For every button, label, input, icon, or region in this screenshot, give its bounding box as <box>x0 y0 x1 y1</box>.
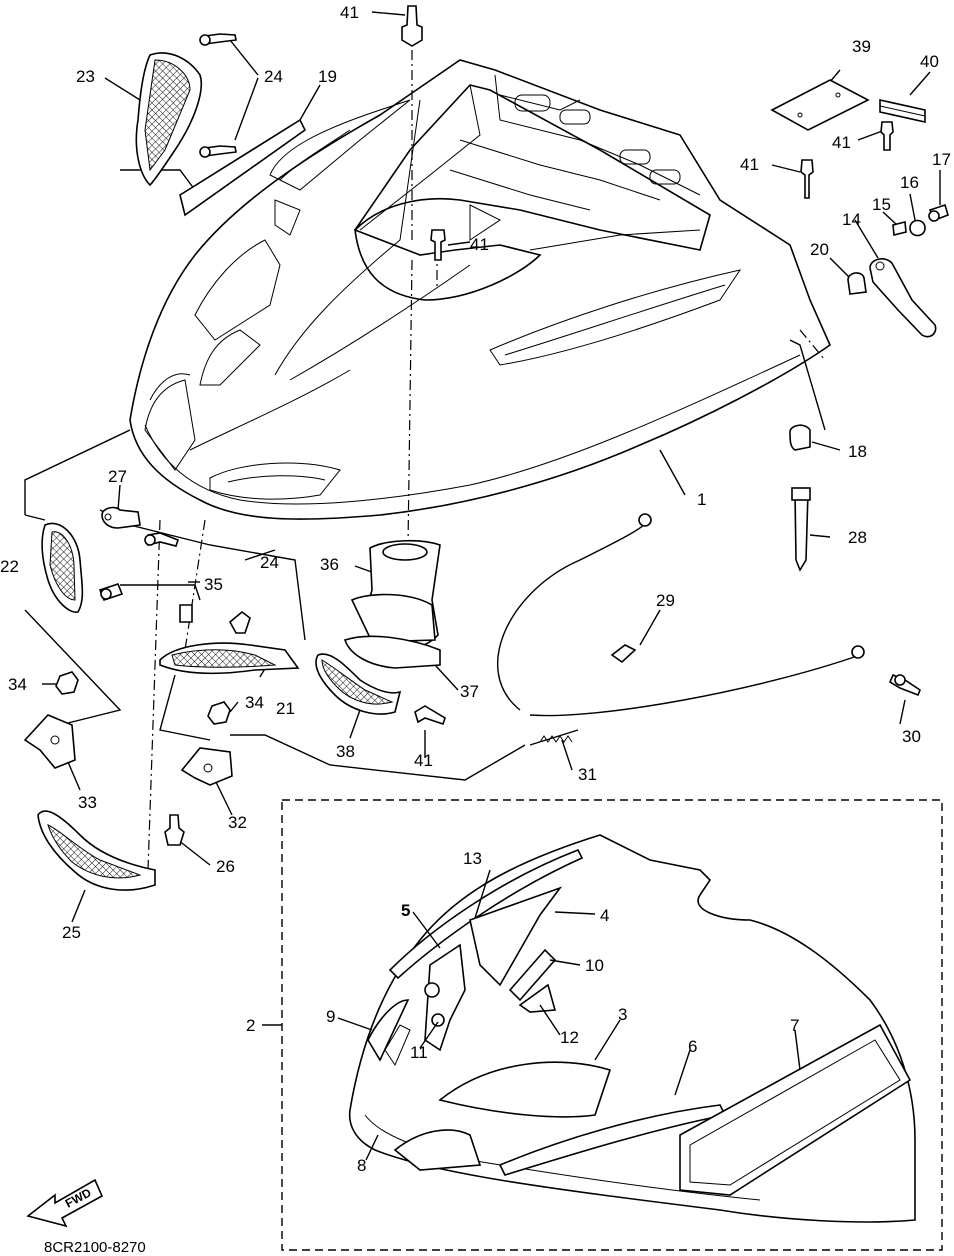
callout-26: 26 <box>216 857 235 876</box>
callout-labels: 41 23 24 19 39 40 41 41 17 16 15 14 20 4… <box>0 3 951 1175</box>
deflector-23 <box>135 52 203 187</box>
bolt-17 <box>928 203 949 222</box>
decal-3 <box>438 1061 612 1118</box>
callout-18: 18 <box>848 442 867 461</box>
callout-12: 12 <box>560 1028 579 1047</box>
rivet-41-lower <box>414 705 446 726</box>
washer-16 <box>909 219 926 237</box>
callout-30: 30 <box>902 727 921 746</box>
callout-19: 19 <box>318 67 337 86</box>
callout-31: 31 <box>578 765 597 784</box>
callout-35: 35 <box>204 575 223 594</box>
decal-4 <box>469 886 563 987</box>
callout-33: 33 <box>78 793 97 812</box>
callout-20: 20 <box>810 240 829 259</box>
bolt-35 <box>98 583 124 601</box>
grille-25 <box>37 810 156 891</box>
callout-21: 21 <box>276 699 295 718</box>
callout-7: 7 <box>790 1016 799 1035</box>
cable-29 <box>610 513 921 697</box>
callout-41: 41 <box>832 133 851 152</box>
callout-16: 16 <box>900 173 919 192</box>
callout-23: 23 <box>76 67 95 86</box>
callout-34: 34 <box>8 675 27 694</box>
arm-14 <box>869 258 937 338</box>
decal-leaders <box>262 869 801 1161</box>
decal-7 <box>679 1023 912 1196</box>
bracket-32 <box>180 747 233 786</box>
cable-tie-28 <box>791 487 811 572</box>
callout-1: 1 <box>697 490 706 509</box>
callout-11: 11 <box>410 1043 428 1062</box>
decal-5-11 <box>424 943 466 1052</box>
rivet-26 <box>164 814 185 846</box>
callout-24: 24 <box>264 67 283 86</box>
rivet-41-top <box>401 5 423 47</box>
callout-39: 39 <box>852 37 871 56</box>
callout-34: 34 <box>245 693 264 712</box>
callout-10: 10 <box>585 956 604 975</box>
screw-24-lower <box>179 604 251 634</box>
leader-lines <box>24 11 941 923</box>
callout-36: 36 <box>320 555 339 574</box>
callout-41: 41 <box>340 3 359 22</box>
rivet-41-center <box>430 229 446 261</box>
callout-40: 40 <box>920 52 939 71</box>
nut-34-left <box>55 671 79 695</box>
callout-27: 27 <box>108 467 127 486</box>
callout-29: 29 <box>656 591 675 610</box>
screw-24-middle <box>144 532 179 547</box>
bushing-15 <box>892 220 907 237</box>
duct-36 <box>350 539 441 650</box>
decal-9 <box>367 999 411 1067</box>
callout-24: 24 <box>260 553 279 572</box>
callout-22: 22 <box>0 557 19 576</box>
rivets-41-right <box>800 121 894 199</box>
bracket-33 <box>23 714 76 769</box>
callout-37: 37 <box>460 682 479 701</box>
callout-9: 9 <box>326 1007 335 1026</box>
clip-18 <box>789 424 811 451</box>
callout-4: 4 <box>600 906 609 925</box>
callout-3: 3 <box>618 1005 627 1024</box>
callout-15: 15 <box>872 195 891 214</box>
decal-10 <box>508 948 557 1002</box>
callout-32: 32 <box>228 813 247 832</box>
seal-37 <box>343 635 441 669</box>
bracket-40 <box>879 99 926 123</box>
panel-21 <box>159 642 300 675</box>
decal-13 <box>388 848 584 980</box>
callout-28: 28 <box>848 528 867 547</box>
callout-6: 6 <box>688 1037 697 1056</box>
callout-2: 2 <box>246 1016 255 1035</box>
spring-31 <box>529 729 579 746</box>
decal-8 <box>393 1129 482 1171</box>
hood-shell <box>129 59 831 520</box>
callout-25: 25 <box>62 923 81 942</box>
callout-41: 41 <box>414 751 433 770</box>
callout-13: 13 <box>463 849 482 868</box>
callout-41: 41 <box>740 155 759 174</box>
decal-12 <box>518 983 557 1013</box>
grommet-20 <box>847 272 867 295</box>
nut-34-right <box>207 701 231 725</box>
callout-8: 8 <box>357 1156 366 1175</box>
callout-14: 14 <box>842 210 861 229</box>
fwd-arrow-icon: FWD <box>26 1178 104 1228</box>
callout-17: 17 <box>932 150 951 169</box>
callout-41: 41 <box>470 235 489 254</box>
decal-19 <box>179 118 307 217</box>
diagram-code: 8CR2100-8270 <box>44 1239 146 1256</box>
clip-27 <box>101 506 141 529</box>
mesh-duct-38 <box>315 653 402 715</box>
screws-24-top <box>199 33 237 158</box>
callout-38: 38 <box>336 742 355 761</box>
grille-22 <box>41 522 84 613</box>
plate-39 <box>770 79 870 131</box>
callout-5: 5 <box>401 901 410 920</box>
